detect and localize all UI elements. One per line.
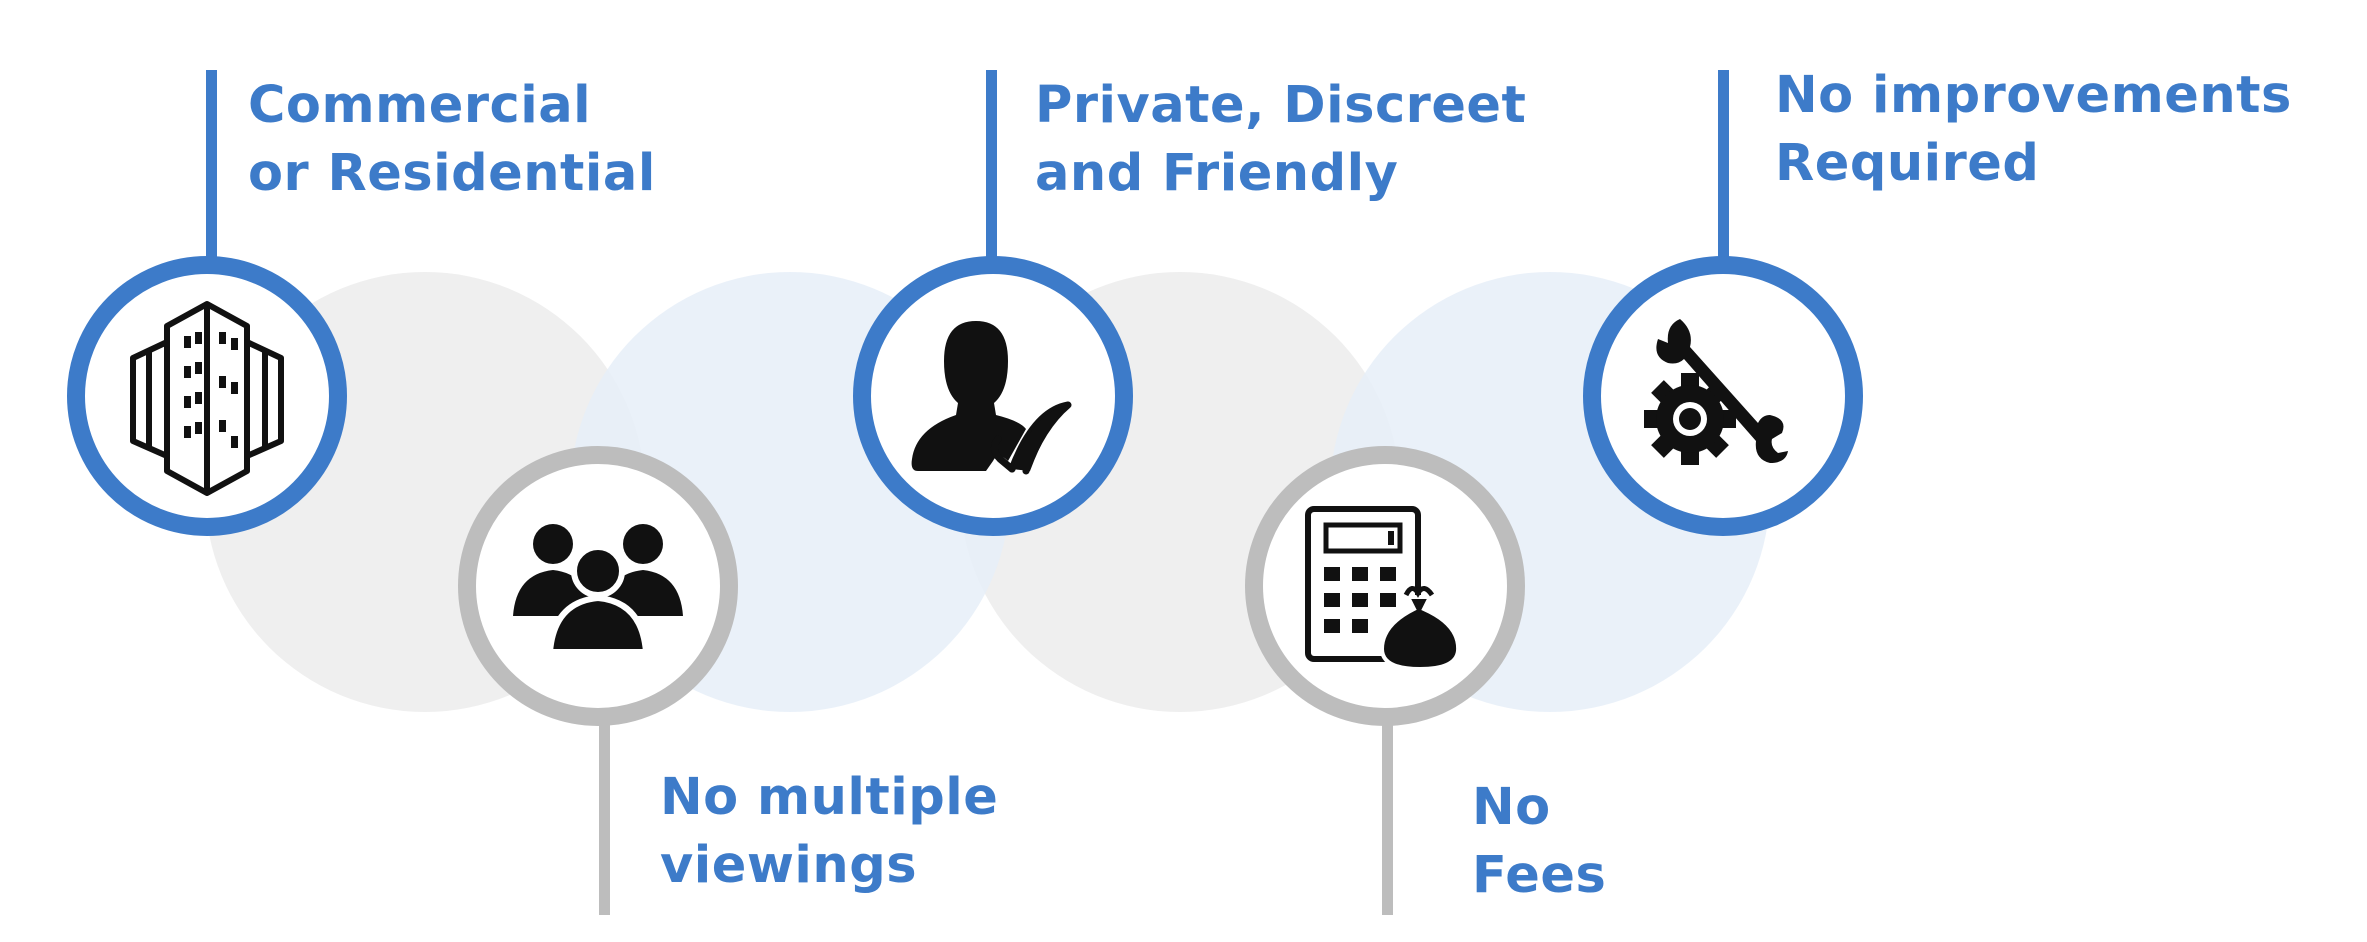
label-line: Private, Discreet <box>1035 76 1527 135</box>
feature-label-viewings: No multiple viewings <box>660 764 998 900</box>
label-line: Fees <box>1472 846 1607 905</box>
feature-label-private: Private, Discreet and Friendly <box>1035 72 1526 208</box>
feature-node-viewings <box>458 446 738 726</box>
user-check-icon <box>908 311 1078 481</box>
connector-line <box>986 70 997 260</box>
feature-node-commercial <box>67 256 347 536</box>
connector-line <box>1718 70 1729 260</box>
label-line: Commercial <box>248 76 592 135</box>
wrench-gear-icon <box>1638 311 1808 481</box>
building-icon <box>127 296 287 496</box>
label-line: or Residential <box>248 144 656 203</box>
connector-line <box>599 715 610 915</box>
feature-label-fees: No Fees <box>1472 774 1606 910</box>
feature-node-private <box>853 256 1133 536</box>
people-group-icon <box>508 516 688 656</box>
label-line: No improvements <box>1775 66 2292 125</box>
feature-node-fees <box>1245 446 1525 726</box>
feature-label-commercial: Commercial or Residential <box>248 72 656 208</box>
calculator-money-icon <box>1300 501 1470 671</box>
label-line: and Friendly <box>1035 144 1399 203</box>
label-line: No multiple <box>660 768 999 827</box>
feature-label-improvements: No improvements Required <box>1775 62 2292 198</box>
connector-line <box>206 70 217 260</box>
connector-line <box>1382 715 1393 915</box>
feature-node-improvements <box>1583 256 1863 536</box>
label-line: viewings <box>660 836 918 895</box>
label-line: No <box>1472 778 1551 837</box>
label-line: Required <box>1775 134 2040 193</box>
